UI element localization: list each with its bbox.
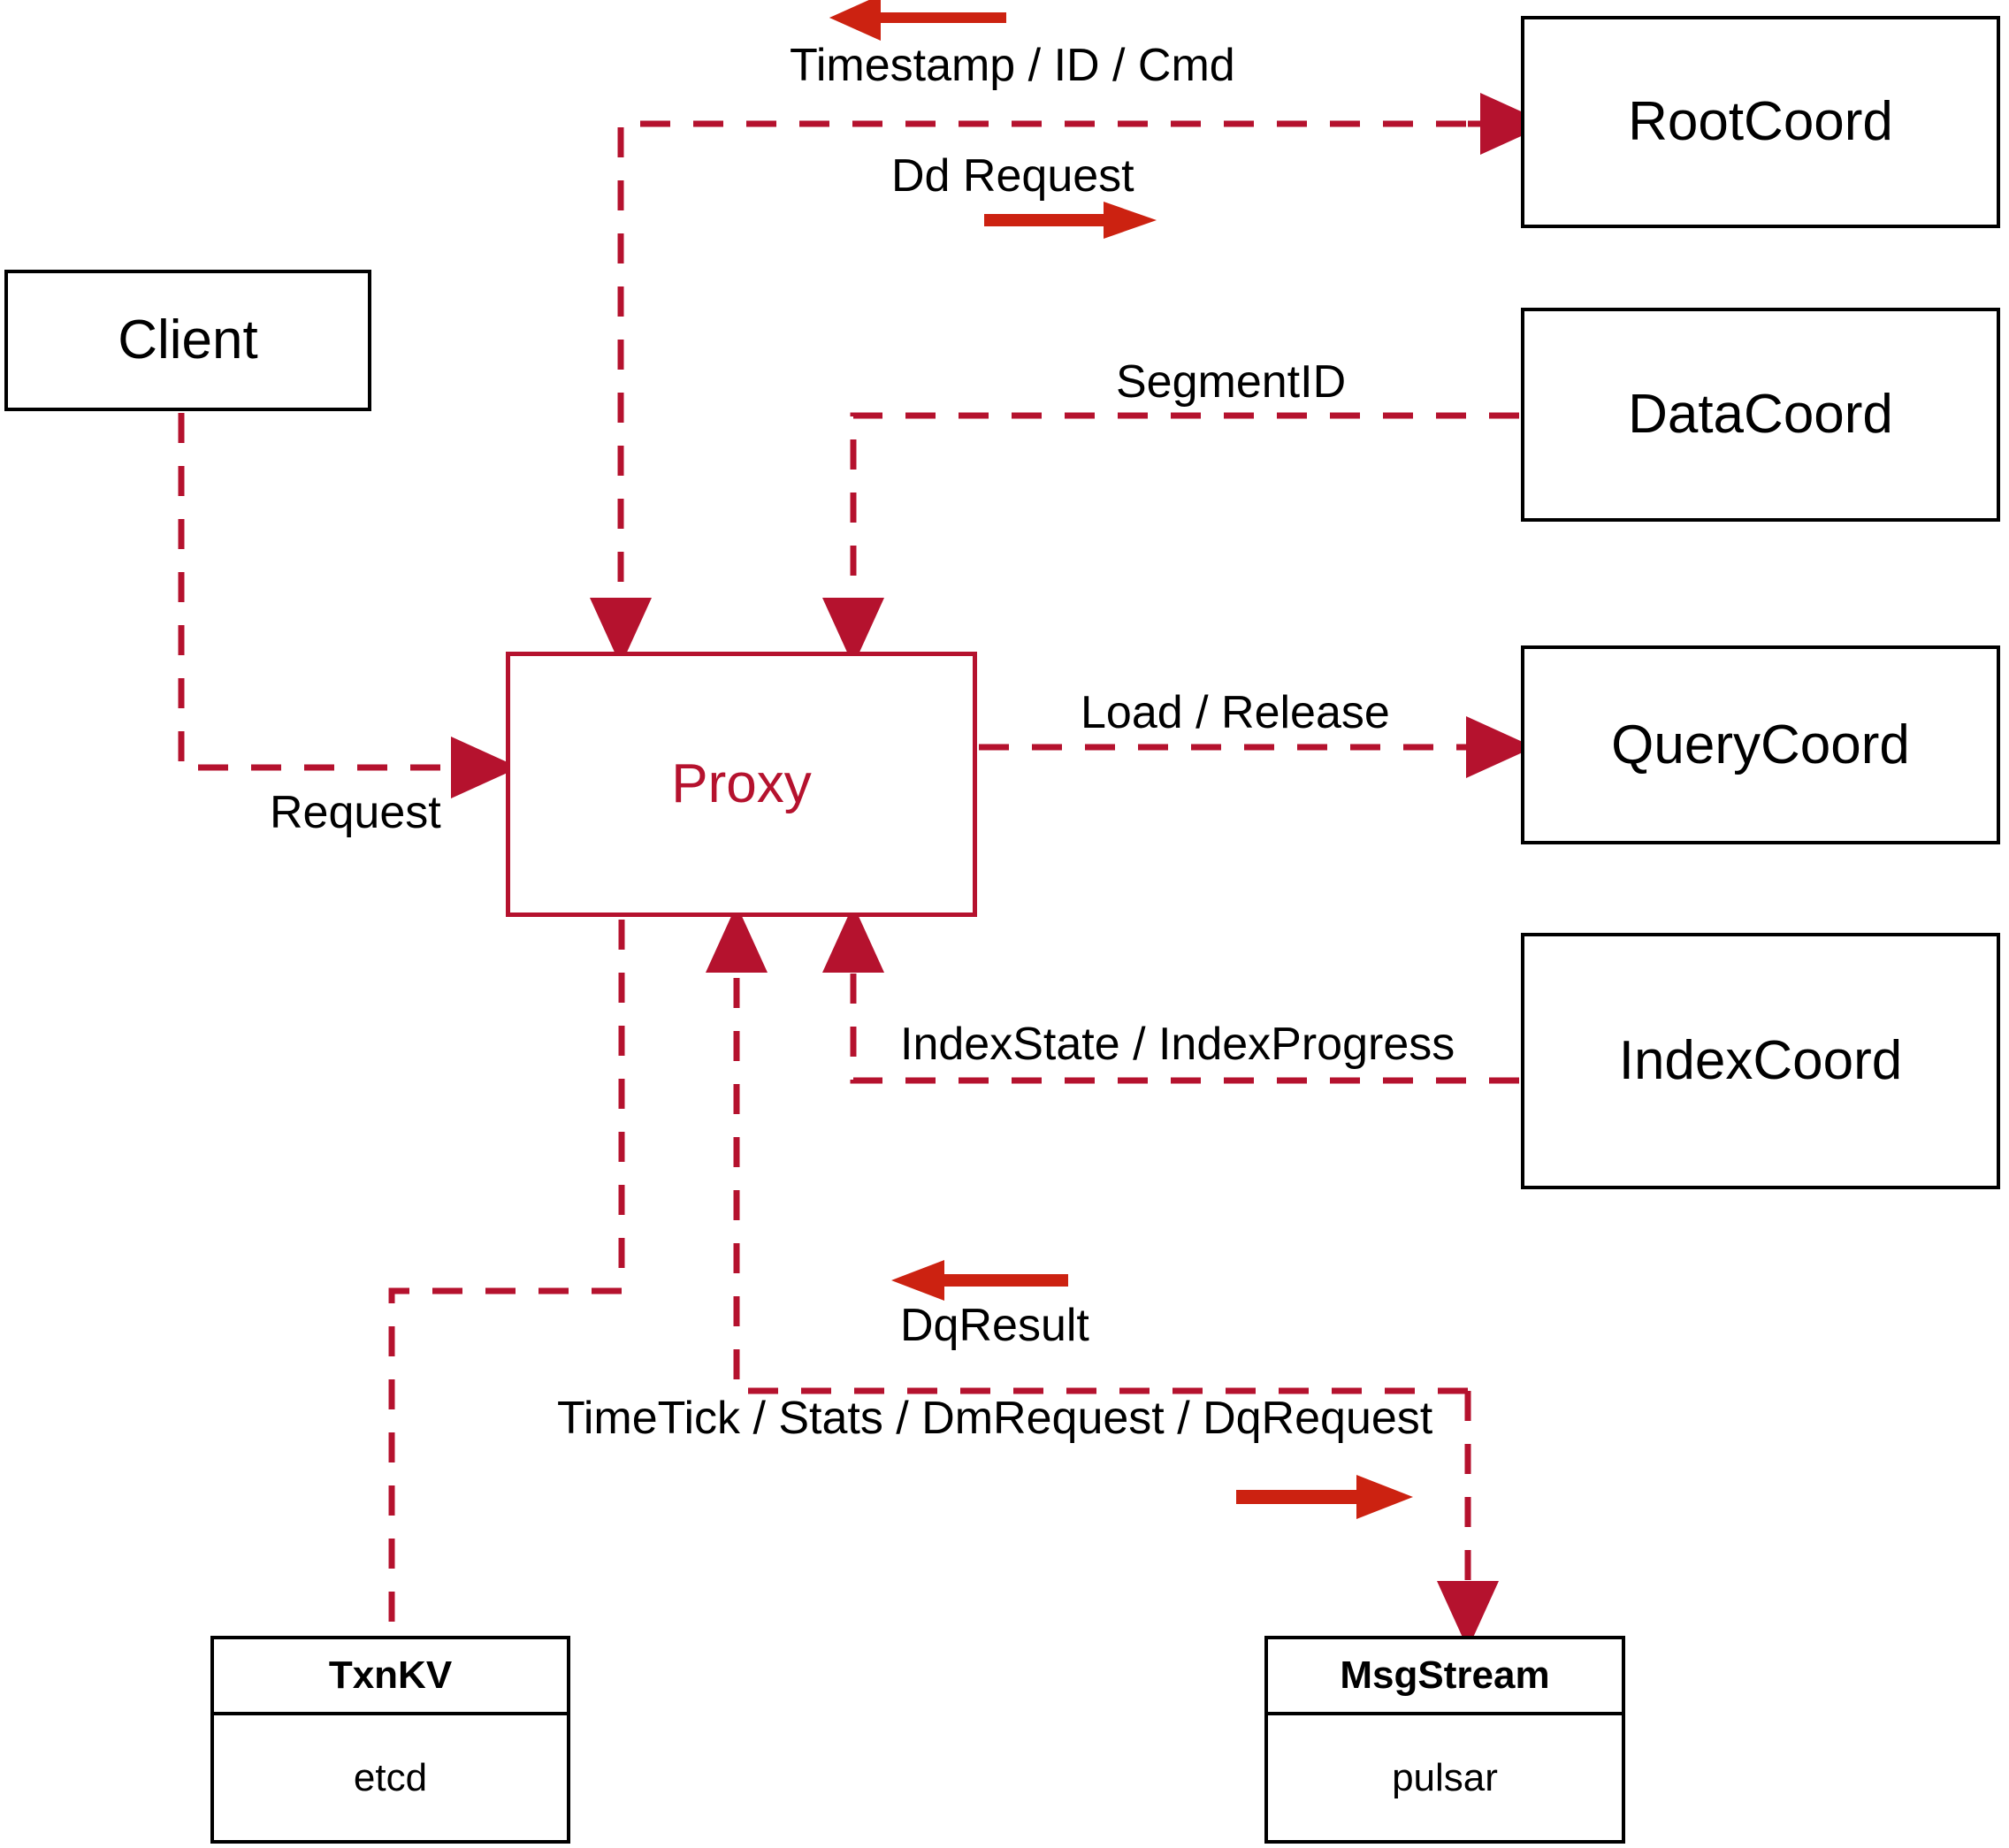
node-msgstream[interactable]: MsgStream pulsar	[1264, 1636, 1625, 1844]
edge-label-request: Request	[270, 787, 441, 838]
edge-label-stream-request: TimeTick / Stats / DmRequest / DqRequest	[557, 1393, 1433, 1444]
edge-txnkv	[388, 920, 625, 1636]
edge-label-dq-result: DqResult	[900, 1300, 1089, 1351]
node-txnkv-impl: etcd	[353, 1755, 428, 1799]
node-rootcoord-label: RootCoord	[1628, 91, 1893, 152]
node-datacoord[interactable]: DataCoord	[1521, 308, 2000, 522]
node-client[interactable]: Client	[4, 270, 371, 411]
edge-request	[178, 413, 519, 798]
node-indexcoord-label: IndexCoord	[1618, 1030, 1903, 1091]
node-txnkv[interactable]: TxnKV etcd	[210, 1636, 570, 1844]
node-txnkv-title: TxnKV	[214, 1639, 567, 1715]
node-indexcoord[interactable]: IndexCoord	[1521, 933, 2000, 1189]
edge-label-segment-id: SegmentID	[1116, 356, 1347, 408]
edge-label-load-release: Load / Release	[1081, 687, 1390, 738]
node-msgstream-impl: pulsar	[1392, 1755, 1498, 1799]
edge-segment-id	[822, 412, 1519, 666]
edge-index-state	[822, 905, 1519, 1084]
node-proxy[interactable]: Proxy	[506, 652, 977, 917]
direction-arrow-dd-request	[984, 202, 1157, 239]
direction-arrow-stream-request	[1236, 1475, 1413, 1519]
edge-label-timestamp: Timestamp / ID / Cmd	[790, 40, 1235, 91]
node-msgstream-title: MsgStream	[1268, 1639, 1622, 1715]
node-querycoord-label: QueryCoord	[1611, 714, 1910, 775]
node-rootcoord[interactable]: RootCoord	[1521, 16, 2000, 228]
edge-label-dd-request: Dd Request	[891, 150, 1134, 202]
edge-label-index-state: IndexState / IndexProgress	[900, 1019, 1455, 1070]
direction-arrow-timestamp	[829, 0, 1006, 41]
node-proxy-label: Proxy	[671, 753, 812, 814]
node-querycoord[interactable]: QueryCoord	[1521, 645, 2000, 844]
node-client-label: Client	[118, 309, 258, 370]
edge-dq-result	[706, 905, 1468, 1394]
edge-timestamp	[590, 120, 1519, 666]
node-datacoord-label: DataCoord	[1628, 384, 1893, 445]
direction-arrow-dq-result	[891, 1260, 1068, 1301]
